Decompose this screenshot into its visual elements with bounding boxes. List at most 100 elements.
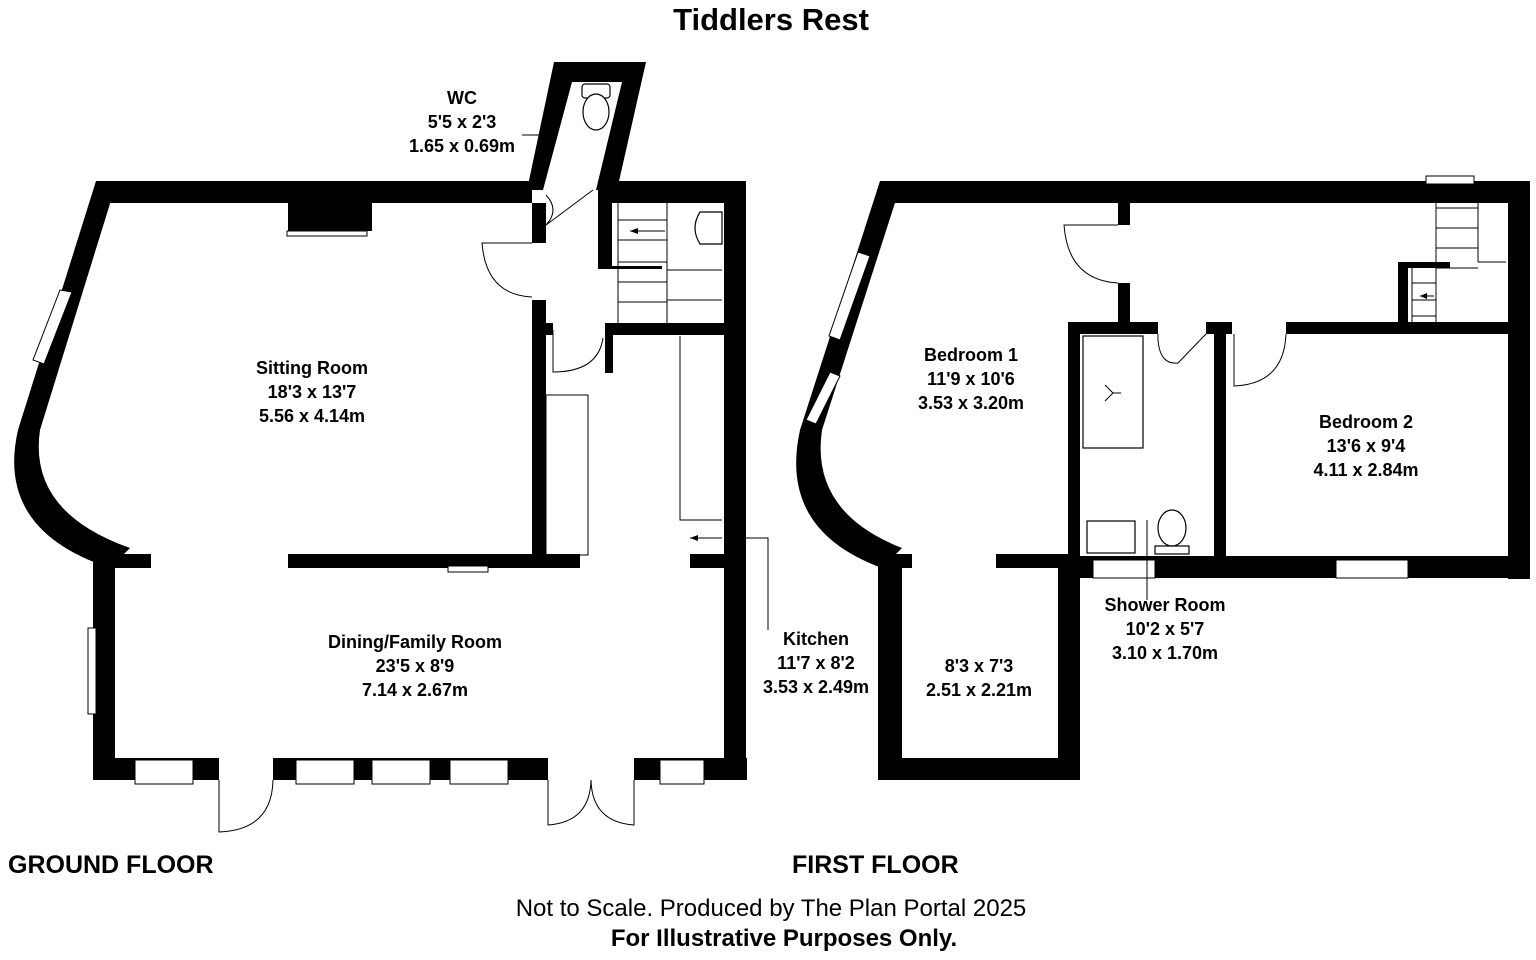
bedroom2-label: Bedroom 2 13'6 x 9'4 4.11 x 2.84m bbox=[1313, 412, 1418, 480]
bedroom1-window-1 bbox=[828, 251, 871, 341]
svg-text:13'6 x 9'4: 13'6 x 9'4 bbox=[1327, 436, 1406, 456]
kitchen-right-wall bbox=[724, 181, 746, 780]
sitting-room-door-swing bbox=[481, 242, 533, 298]
small-room-bottom-wall bbox=[878, 758, 1080, 780]
shower-top-wall-left bbox=[1068, 322, 1158, 334]
stair-base-wall bbox=[605, 323, 725, 335]
ground-floor-plan bbox=[14, 62, 769, 833]
dining-window-2 bbox=[295, 759, 355, 785]
bedroom1-bay-wall bbox=[796, 430, 902, 568]
dining-left-wall bbox=[93, 560, 115, 780]
dining-window-3 bbox=[371, 759, 431, 785]
svg-text:3.53 x 2.49m: 3.53 x 2.49m bbox=[763, 677, 869, 697]
wc-walls bbox=[527, 62, 646, 190]
svg-text:11'9 x 10'6: 11'9 x 10'6 bbox=[927, 369, 1015, 389]
kitchen-window bbox=[659, 759, 705, 785]
first-floor-right-wall bbox=[1508, 181, 1530, 579]
dining-top-wall-left bbox=[93, 554, 151, 568]
svg-text:1.65 x 0.69m: 1.65 x 0.69m bbox=[409, 136, 515, 156]
dining-room-label: Dining/Family Room 23'5 x 8'9 7.14 x 2.6… bbox=[328, 632, 502, 700]
shower-room-basin-icon bbox=[1086, 520, 1136, 554]
first-floor-heading: FIRST FLOOR bbox=[792, 851, 959, 879]
dining-top-vent bbox=[447, 565, 489, 573]
front-door-opening bbox=[219, 757, 273, 781]
svg-text:3.53 x 3.20m: 3.53 x 3.20m bbox=[918, 393, 1024, 413]
hall-door-jamb bbox=[605, 335, 613, 373]
dining-window-1 bbox=[134, 759, 194, 785]
stair-cupboard-base bbox=[598, 266, 662, 269]
shower-drain-icon bbox=[1104, 384, 1121, 402]
sitting-room-left-wall bbox=[18, 181, 117, 430]
sitting-room-top-wall bbox=[96, 181, 532, 203]
svg-text:Sitting Room: Sitting Room bbox=[256, 358, 368, 378]
footer-illustrative: For Illustrative Purposes Only. bbox=[611, 925, 957, 952]
svg-text:11'7 x 8'2: 11'7 x 8'2 bbox=[777, 653, 855, 673]
svg-text:23'5 x 8'9: 23'5 x 8'9 bbox=[376, 656, 455, 676]
first-floor-plan bbox=[796, 175, 1530, 780]
svg-text:Kitchen: Kitchen bbox=[783, 629, 849, 649]
svg-text:8'3 x 7'3: 8'3 x 7'3 bbox=[945, 656, 1014, 676]
small-room-top-wall-left bbox=[878, 554, 912, 568]
sitting-right-wall-top bbox=[532, 203, 546, 243]
svg-text:Bedroom 1: Bedroom 1 bbox=[924, 345, 1018, 365]
small-room-label: 8'3 x 7'3 2.51 x 2.21m bbox=[926, 656, 1032, 700]
small-room-top-wall-right bbox=[996, 554, 1080, 568]
svg-text:5.56 x 4.14m: 5.56 x 4.14m bbox=[259, 406, 365, 426]
wc-toilet-icon bbox=[582, 93, 610, 131]
ground-stairs bbox=[617, 203, 722, 323]
kitchen-unit-right bbox=[679, 336, 722, 521]
french-door-right-swing bbox=[590, 779, 635, 826]
shower-room-window bbox=[1092, 559, 1156, 579]
sitting-room-label: Sitting Room 18'3 x 13'7 5.56 x 4.14m bbox=[256, 358, 368, 426]
shower-room-label: Shower Room 10'2 x 5'7 3.10 x 1.70m bbox=[1104, 595, 1225, 663]
small-room-left-wall bbox=[878, 554, 902, 780]
landing-wall-top bbox=[1118, 203, 1130, 225]
sitting-right-wall bbox=[532, 300, 546, 560]
kitchen-arrow-icon bbox=[690, 535, 698, 541]
svg-text:4.11 x 2.84m: 4.11 x 2.84m bbox=[1313, 460, 1418, 480]
fireplace bbox=[288, 203, 372, 231]
bedroom2-door-swing bbox=[1233, 333, 1287, 387]
svg-text:Dining/Family Room: Dining/Family Room bbox=[328, 632, 502, 652]
shower-tray-icon bbox=[1082, 335, 1144, 449]
hall-wall-stub bbox=[545, 323, 553, 335]
dining-window-4 bbox=[449, 759, 509, 785]
french-door-opening bbox=[548, 757, 634, 781]
kitchen-label: Kitchen 11'7 x 8'2 3.53 x 2.49m bbox=[763, 629, 869, 697]
dining-left-window bbox=[87, 627, 97, 715]
front-door-swing bbox=[218, 779, 274, 833]
page-title: Tiddlers Rest bbox=[673, 2, 869, 37]
svg-text:18'3 x 13'7: 18'3 x 13'7 bbox=[268, 382, 357, 402]
bedroom1-window-2 bbox=[805, 371, 841, 425]
svg-text:10'2 x 5'7: 10'2 x 5'7 bbox=[1126, 619, 1205, 639]
wc-door-swing bbox=[545, 189, 594, 226]
stair-wall-top bbox=[1398, 262, 1450, 268]
hall-door-swing bbox=[552, 330, 604, 373]
stair-cupboard-wall bbox=[598, 203, 612, 266]
landing-window bbox=[1425, 175, 1475, 185]
stair-wall bbox=[1398, 262, 1408, 326]
first-floor-top-wall bbox=[880, 181, 1530, 203]
shower-door-swing bbox=[1157, 333, 1207, 364]
bedroom1-door-swing bbox=[1063, 224, 1119, 284]
wc-label: WC 5'5 x 2'3 1.65 x 0.69m bbox=[409, 88, 515, 156]
dining-top-wall-mid bbox=[288, 554, 580, 568]
shower-room-cistern bbox=[1154, 545, 1190, 555]
kitchen-leader-line bbox=[736, 537, 769, 630]
cloakroom-basin-icon bbox=[694, 211, 723, 245]
bedroom1-label: Bedroom 1 11'9 x 10'6 3.53 x 3.20m bbox=[918, 345, 1024, 413]
svg-text:7.14 x 2.67m: 7.14 x 2.67m bbox=[362, 680, 468, 700]
svg-text:WC: WC bbox=[447, 88, 477, 108]
hall-top-wall bbox=[598, 181, 746, 203]
bedroom2-top-wall bbox=[1286, 322, 1516, 334]
kitchen-unit-left bbox=[545, 394, 589, 556]
bedroom2-window bbox=[1335, 559, 1409, 579]
first-stairs bbox=[1411, 203, 1506, 322]
svg-text:Shower Room: Shower Room bbox=[1104, 595, 1225, 615]
first-floor-bottom-wall bbox=[1078, 556, 1530, 578]
svg-text:2.51 x 2.21m: 2.51 x 2.21m bbox=[926, 680, 1032, 700]
shower-left-wall bbox=[1068, 322, 1080, 568]
footer-disclaimer: Not to Scale. Produced by The Plan Porta… bbox=[516, 895, 1027, 922]
shower-room-toilet-icon bbox=[1157, 509, 1187, 547]
